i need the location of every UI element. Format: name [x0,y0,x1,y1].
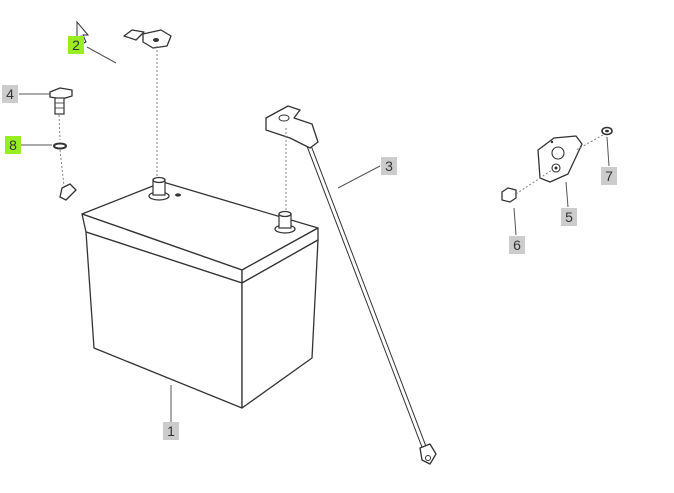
bolt[interactable] [49,87,73,115]
callout-6[interactable]: 6 [509,236,525,254]
positive-cable[interactable] [265,105,437,465]
callout-7[interactable]: 7 [601,167,617,185]
callout-8[interactable]: 8 [5,136,21,154]
small-nut[interactable] [601,126,613,136]
washer[interactable] [53,142,67,150]
callout-3[interactable]: 3 [381,157,397,175]
terminal-bracket[interactable] [537,135,583,183]
leader-lines [19,46,610,422]
callout-2[interactable]: 2 [68,36,84,54]
cap-nut[interactable] [501,187,517,203]
callout-5[interactable]: 5 [561,208,577,226]
negative-cable[interactable] [59,29,172,201]
callout-4[interactable]: 4 [2,85,18,103]
battery[interactable] [81,176,319,409]
callout-1[interactable]: 1 [163,422,179,440]
